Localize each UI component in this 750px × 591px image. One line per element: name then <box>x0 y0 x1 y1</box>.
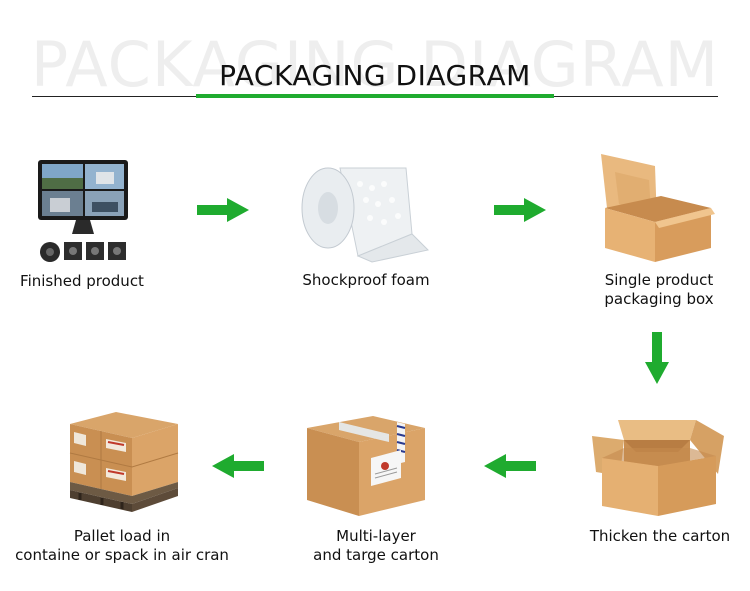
step-label: Shockproof foam <box>286 271 446 290</box>
arrow-left-icon <box>212 454 264 482</box>
step-pallet-load <box>66 408 180 518</box>
step-label-line1: Pallet load in <box>73 527 171 545</box>
step-finished-product <box>36 158 132 266</box>
step-label: Thicken the carton <box>580 527 740 546</box>
step-label: Multi-layer and targe carton <box>294 527 458 565</box>
step-shockproof-foam <box>300 164 432 264</box>
open-product-box-icon <box>601 154 715 262</box>
step-label: Pallet load in containe or spack in air … <box>4 527 240 565</box>
open-carton-icon <box>592 420 724 516</box>
step-label-line2: packaging box <box>604 290 714 308</box>
bubble-wrap-roll-icon <box>301 167 430 263</box>
step-label-line1: Single product <box>604 271 714 289</box>
step-label-line1: Thicken the carton <box>589 527 731 545</box>
arrow-left-icon <box>484 454 536 482</box>
step-single-product-box <box>595 152 717 266</box>
step-label-line2: containe or spack in air cran <box>15 546 229 564</box>
page-title: PACKAGING DIAGRAM <box>219 59 531 92</box>
arrow-right-icon <box>494 198 546 226</box>
monitor-camera-kit-icon <box>38 160 128 262</box>
step-label: Finished product <box>2 272 162 291</box>
sealed-carton-icon <box>307 416 425 516</box>
step-label-line1: Shockproof foam <box>302 271 430 289</box>
arrow-right-icon <box>197 198 249 226</box>
step-label: Single product packaging box <box>576 271 742 309</box>
step-label-line1: Multi-layer <box>336 527 416 545</box>
title-watermark: PACKAGING DIAGRAM <box>30 28 720 101</box>
step-label-line2: and targe carton <box>313 546 439 564</box>
title-accent-underline <box>196 94 554 98</box>
arrow-down-icon <box>645 332 669 388</box>
step-thicken-carton <box>592 418 724 518</box>
step-label-line1: Finished product <box>20 272 144 290</box>
pallet-load-icon <box>69 412 179 512</box>
step-multilayer-carton <box>305 414 427 518</box>
